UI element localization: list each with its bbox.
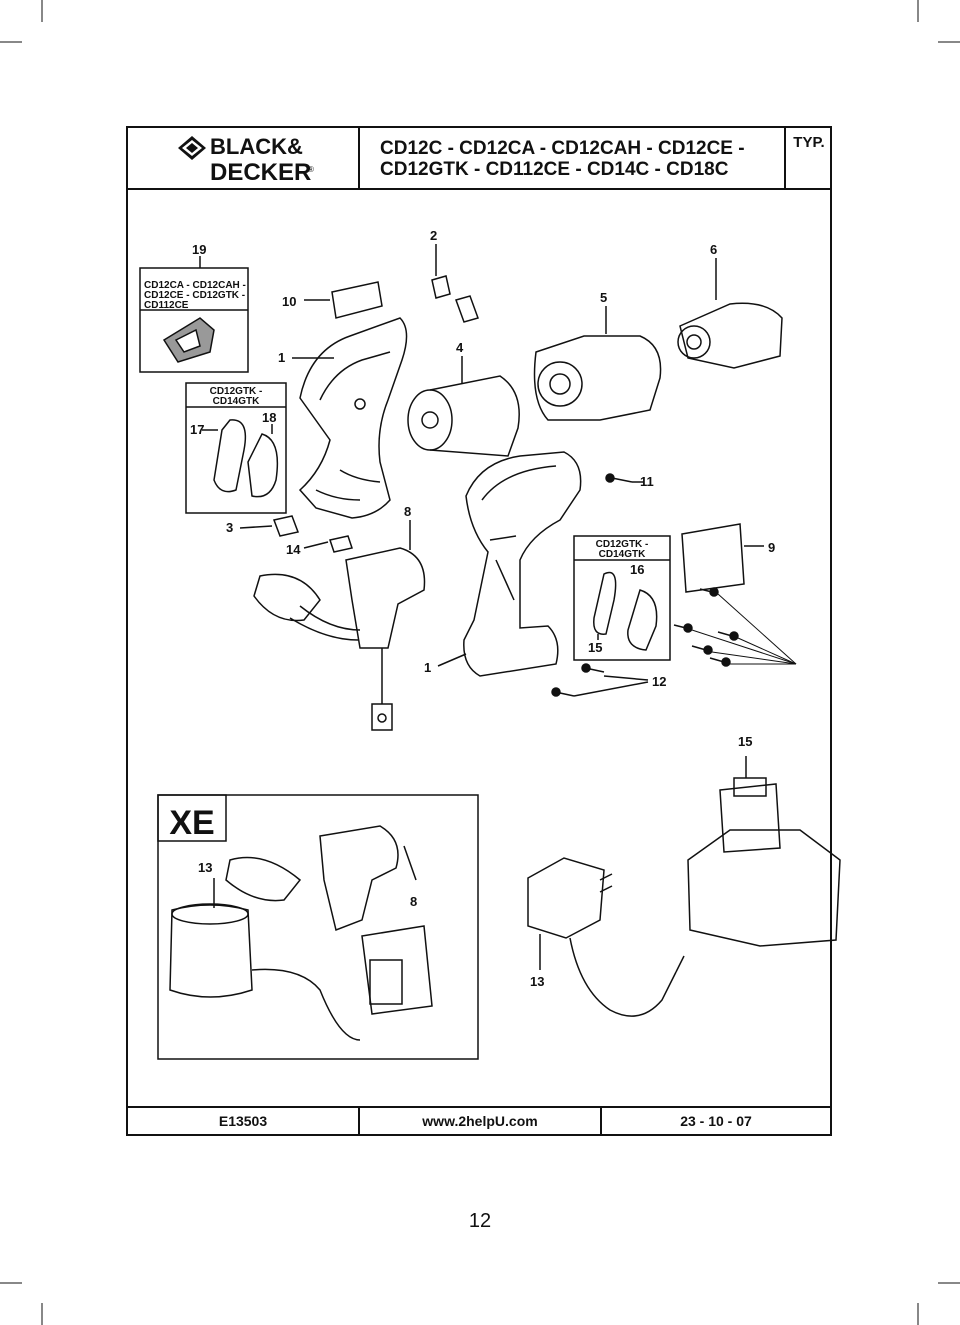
- part-label-19: 19: [192, 242, 206, 257]
- inset-ml-line1: CD12GTK -: [210, 386, 263, 397]
- part-label-10: 10: [282, 294, 296, 309]
- part-label-15a: 15: [588, 640, 602, 655]
- part-label-11: 11: [640, 474, 654, 489]
- brand-logo: BLACK& DECKER ®: [128, 128, 360, 188]
- footer-url: www.2helpU.com: [360, 1108, 602, 1134]
- xe-box: [157, 794, 479, 1060]
- motor-part: [407, 389, 453, 451]
- part-label-8a: 8: [404, 504, 411, 519]
- part-label-3: 3: [226, 520, 233, 535]
- page-frame: BLACK& DECKER ® CD12C - CD12CA - CD12CAH…: [126, 126, 832, 1136]
- typ-label: TYP.: [793, 134, 825, 151]
- part-label-9: 9: [768, 540, 775, 555]
- inset-ml-line2: CD14GTK: [213, 396, 260, 407]
- inset-box-mid-right: [573, 535, 671, 661]
- label-right-part: [681, 523, 745, 593]
- footer: E13503 www.2helpU.com 23 - 10 - 07: [128, 1106, 830, 1134]
- inset-tl-line2: CD12CE - CD12GTK -: [144, 290, 245, 301]
- part-label-14: 14: [286, 542, 301, 557]
- brush-part: [431, 275, 451, 299]
- part-label-16: 16: [630, 562, 644, 577]
- switch-assembly-part: [345, 547, 426, 649]
- inset-tl-line1: CD12CA - CD12CAH -: [144, 280, 246, 291]
- part-label-2: 2: [430, 228, 437, 243]
- model-title: CD12C - CD12CA - CD12CAH - CD12CE - CD12…: [360, 128, 786, 188]
- brand-logo-art: BLACK& DECKER ®: [178, 134, 314, 186]
- part-label-6: 6: [710, 242, 717, 257]
- page-number: 12: [468, 1210, 492, 1232]
- part-label-4: 4: [456, 340, 464, 355]
- inset-texts: CD12CA - CD12CAH - CD12CE - CD12GTK - CD…: [144, 280, 648, 842]
- label-part: [331, 281, 383, 319]
- part-label-1b: 1: [424, 660, 431, 675]
- inset-box-mid-left: [185, 382, 287, 514]
- part-label-5: 5: [600, 290, 607, 305]
- part-label-18: 18: [262, 410, 276, 425]
- part-label-1a: 1: [278, 350, 285, 365]
- gearbox-part: [533, 335, 662, 421]
- xe-switch-part: [319, 825, 399, 932]
- clip-part: [272, 515, 300, 537]
- part-label-17: 17: [190, 422, 204, 437]
- footer-code: E13503: [128, 1108, 360, 1134]
- chuck-part: [679, 302, 783, 369]
- inset-tl-line3: CD112CE: [144, 300, 189, 311]
- brand-line1: BLACK&: [210, 134, 303, 159]
- part-label-13b: 13: [530, 974, 544, 989]
- part-label-15b: 15: [738, 734, 752, 749]
- part-labels: 19 2 6 10 5 4 1 17 18 11 8 3 14 9 16 15 …: [190, 228, 775, 989]
- grip-insert-part: [593, 571, 617, 635]
- screw-set-part: [551, 587, 739, 697]
- drill-body-part: [463, 451, 582, 677]
- grip-cover-part: [247, 433, 279, 498]
- xe-label-box: [157, 794, 227, 842]
- charger-base-part: [169, 904, 253, 998]
- part-label-12: 12: [652, 674, 666, 689]
- model-title-line1: CD12C - CD12CA - CD12CAH - CD12CE -: [380, 138, 745, 159]
- inset-mr-line2: CD14GTK: [599, 549, 646, 560]
- housing-left-part: [298, 317, 408, 519]
- grip-frame-part: [627, 589, 658, 651]
- trigger-cover-part: [253, 573, 321, 622]
- brand-reg: ®: [308, 165, 314, 174]
- inset-mr-line1: CD12GTK -: [596, 539, 649, 550]
- model-title-line2: CD12GTK - CD112CE - CD14C - CD18C: [380, 159, 729, 180]
- inset-box-top-left: [139, 267, 249, 373]
- adapter-cable: [569, 937, 677, 1017]
- part-label-8b: 8: [410, 894, 417, 909]
- screw-part: [611, 477, 633, 483]
- brand-line2: DECKER: [210, 159, 311, 186]
- footer-date: 23 - 10 - 07: [680, 1113, 752, 1129]
- side-grip-part: [213, 419, 247, 493]
- header: BLACK& DECKER ® CD12C - CD12CA - CD12CAH…: [128, 128, 830, 190]
- charger-cable: [251, 968, 361, 1041]
- battery-pack-part: [687, 829, 841, 947]
- spring-part: [329, 535, 353, 553]
- xe-adapter-part: [361, 925, 433, 1015]
- connector-part: [371, 703, 393, 731]
- xe-label: XE: [169, 804, 214, 842]
- xe-trigger-cover-part: [225, 856, 302, 902]
- part-label-13a: 13: [198, 860, 212, 875]
- wall-adapter-part: [527, 857, 605, 939]
